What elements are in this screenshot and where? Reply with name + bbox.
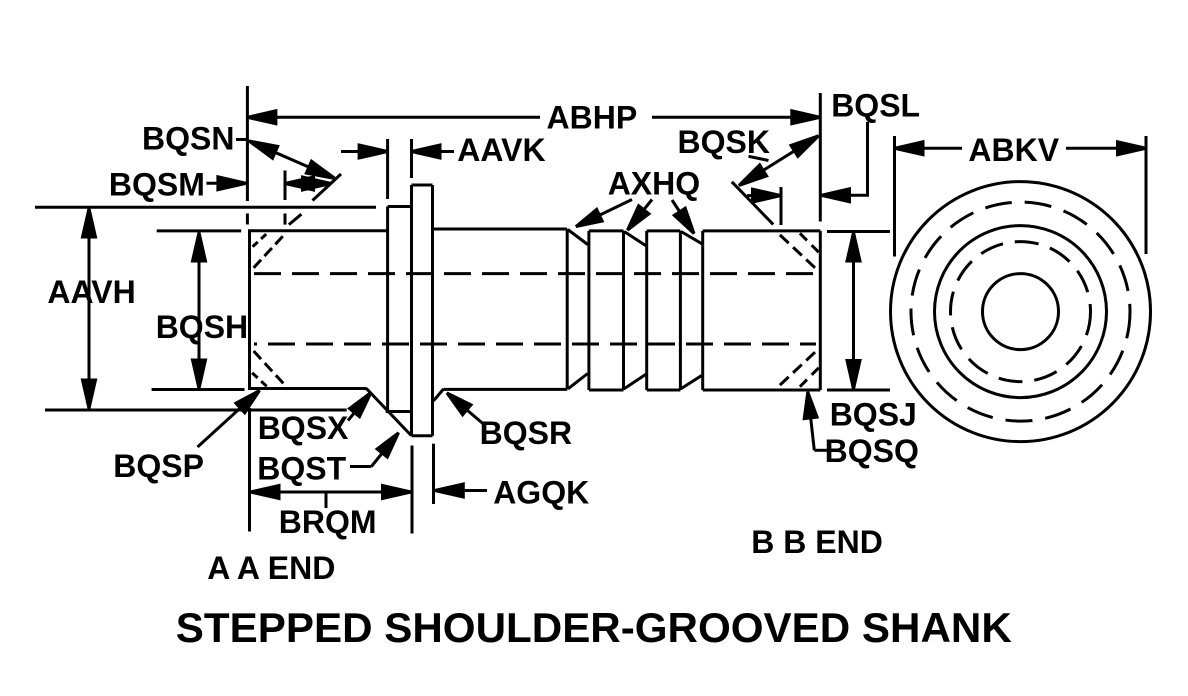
svg-text:BQSR: BQSR (480, 415, 572, 451)
svg-text:BQSH: BQSH (156, 309, 248, 345)
svg-text:BQSJ: BQSJ (830, 397, 917, 433)
svg-text:BQSX: BQSX (258, 410, 349, 446)
svg-text:BQSQ: BQSQ (825, 433, 919, 469)
svg-text:AGQK: AGQK (493, 475, 589, 511)
svg-text:BQSN: BQSN (142, 121, 234, 157)
svg-text:A A END: A A END (207, 550, 335, 586)
svg-text:BQSP: BQSP (113, 448, 204, 484)
svg-text:B B END: B B END (751, 524, 883, 560)
svg-text:AAVH: AAVH (47, 274, 135, 310)
svg-text:BQSM: BQSM (109, 166, 205, 202)
svg-text:STEPPED SHOULDER-GROOVED SHANK: STEPPED SHOULDER-GROOVED SHANK (176, 605, 1012, 651)
svg-text:BQST: BQST (257, 450, 346, 486)
svg-text:ABKV: ABKV (968, 132, 1059, 168)
svg-text:ABHP: ABHP (547, 100, 638, 136)
svg-text:AAVK: AAVK (457, 132, 545, 168)
svg-text:BQSL: BQSL (831, 87, 920, 123)
svg-text:BQSK: BQSK (678, 124, 770, 160)
svg-text:BRQM: BRQM (279, 504, 377, 540)
svg-text:AXHQ: AXHQ (608, 166, 700, 202)
